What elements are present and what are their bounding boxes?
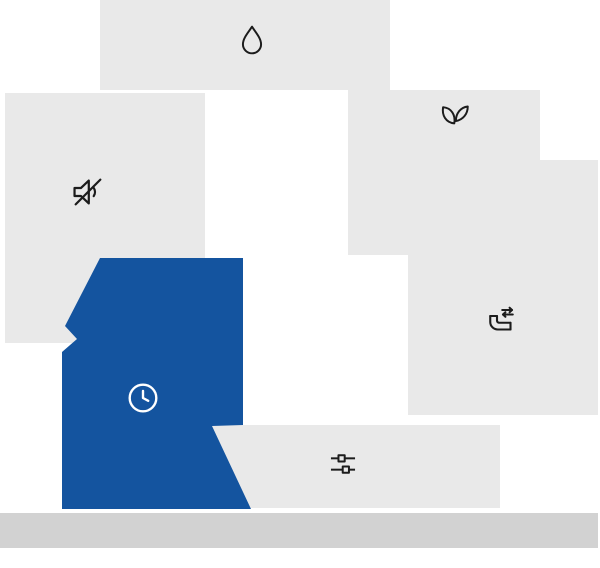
leaf-icon [438, 95, 472, 129]
tile-settings[interactable] [210, 425, 500, 508]
highlight-polygon [62, 258, 251, 509]
tile-water[interactable] [100, 0, 390, 90]
droplet-icon [235, 23, 269, 57]
pipe-connection-icon [482, 304, 518, 340]
bottom-bar [0, 513, 598, 548]
sliders-icon [326, 447, 360, 481]
speaker-muted-icon [69, 173, 107, 211]
clock-icon [124, 379, 162, 417]
highlight-shape-time[interactable] [55, 250, 260, 515]
tile-connection[interactable] [408, 160, 598, 415]
